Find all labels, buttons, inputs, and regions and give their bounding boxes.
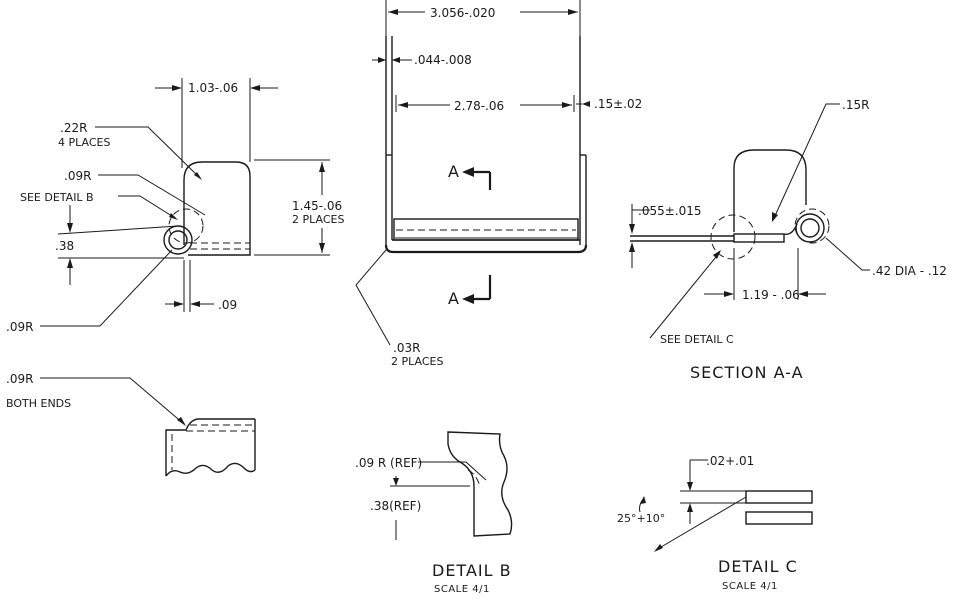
- section-mark-a-bottom: A: [448, 289, 460, 308]
- dim-3056: 3.056-.020: [430, 6, 495, 20]
- dim-055: .055±.015: [638, 204, 702, 218]
- dim-38: .38: [55, 239, 74, 253]
- detail-c-view: .02+.01 25°+10° DETAIL C SCALE 4/1: [617, 454, 813, 592]
- top-view: 3.056-.020 .044-.008 2.78-.06 .15±.02: [355, 0, 642, 368]
- dim-02: .02+.01: [706, 454, 754, 468]
- dim-044: .044-.008: [414, 53, 472, 67]
- detail-c-scale: SCALE 4/1: [722, 581, 778, 592]
- dim-15r: .15R: [842, 98, 869, 112]
- dim-09r-ref: .09 R (REF): [355, 456, 422, 470]
- dim-278: 2.78-.06: [454, 99, 504, 113]
- dim-15-tol: .15±.02: [594, 97, 642, 111]
- see-detail-b: SEE DETAIL B: [20, 191, 94, 204]
- dim-09r-b: .09R: [6, 320, 33, 334]
- dim-09r-a: .09R: [64, 169, 91, 183]
- dim-103: 1.03-.06: [188, 81, 238, 95]
- section-mark-a-top: A: [448, 162, 460, 181]
- detail-c-title: DETAIL C: [718, 557, 798, 576]
- dim-2places-b: 2 PLACES: [391, 355, 443, 368]
- section-aa-view: .055±.015 .15R .42 DIA - .12 1.19 - .06 …: [629, 98, 947, 382]
- both-ends: BOTH ENDS: [6, 397, 71, 410]
- dim-145: 1.45-.06: [292, 199, 342, 213]
- dim-2places-a: 2 PLACES: [292, 213, 344, 226]
- dim-38-ref: .38(REF): [370, 499, 421, 513]
- dim-09r-c: .09R: [6, 372, 33, 386]
- detail-b-view: .09 R (REF) .38(REF) DETAIL B SCALE 4/1: [355, 431, 513, 595]
- detail-b-scale: SCALE 4/1: [434, 584, 490, 595]
- dim-42dia: .42 DIA - .12: [872, 264, 947, 278]
- side-view: 1.03-.06 .22R 4 PLACES .09R SEE DETAIL B…: [6, 78, 344, 334]
- dim-4places: 4 PLACES: [58, 136, 110, 149]
- dim-03r: .03R: [393, 341, 420, 355]
- dim-22r: .22R: [60, 121, 87, 135]
- dim-09: .09: [218, 298, 237, 312]
- both-ends-view: .09R BOTH ENDS: [6, 372, 256, 477]
- see-detail-c: SEE DETAIL C: [660, 333, 734, 346]
- dim-119: 1.19 - .06: [742, 288, 800, 302]
- dim-25: 25°+10°: [617, 512, 665, 525]
- section-aa-title: SECTION A-A: [690, 363, 804, 382]
- detail-b-title: DETAIL B: [432, 561, 512, 580]
